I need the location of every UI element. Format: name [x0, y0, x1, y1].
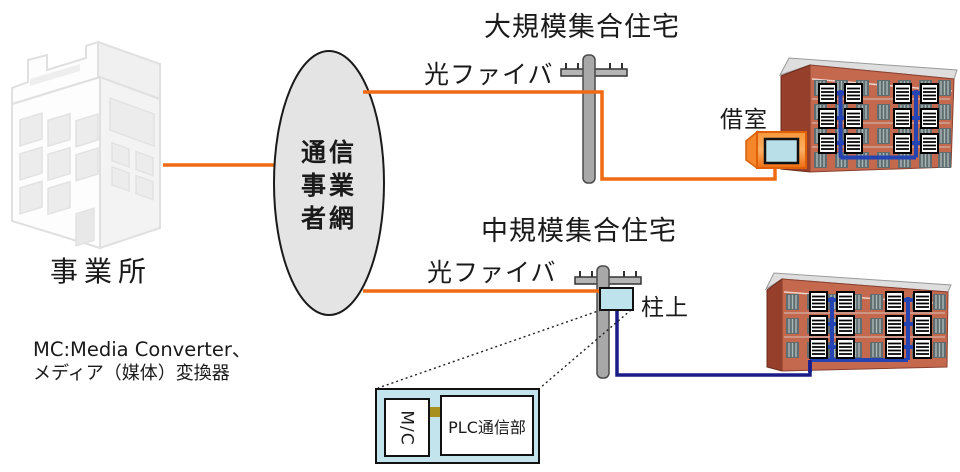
carrier-network-ellipse: [273, 50, 385, 316]
fiber-line-top: [363, 90, 777, 181]
mc-room-screen: [763, 137, 800, 165]
apartment-large: [778, 57, 958, 173]
mc-note-line2: メディア（媒体）変換器: [33, 363, 230, 384]
carrier-network-label-line2: 事業: [300, 171, 357, 200]
office-label: 事業所: [50, 255, 153, 288]
carrier-network-label-line3: 者網: [300, 204, 357, 233]
utility-pole-top: [560, 54, 628, 184]
carrier-network-label-line1: 通信: [300, 138, 357, 167]
pole-mounted-label: 柱上: [641, 295, 689, 321]
media-converter-label: M/C: [396, 409, 417, 446]
mc-room-label: 借室: [720, 107, 768, 133]
pole-mounted-box: [599, 287, 634, 311]
apartment-medium: [764, 272, 952, 372]
indoor-plc-wiring: [834, 90, 923, 160]
fiber-label-bottom: 光ファイバ: [427, 258, 557, 287]
device-detail-box: M/C PLC通信部: [375, 388, 540, 464]
mc-room-box: [745, 130, 807, 170]
office-building-icon: [11, 40, 161, 250]
plc-drop-line: [615, 305, 812, 377]
plc-unit-label: PLC通信部: [448, 417, 526, 437]
callout-dotted-lines: [377, 309, 632, 389]
mc-note-line1: MC:Media Converter、: [33, 338, 252, 361]
large-apartment-title: 大規模集合住宅: [484, 12, 680, 43]
indoor-plc-wiring: [808, 297, 915, 372]
medium-apartment-title: 中規模集合住宅: [481, 216, 677, 247]
plc-unit-box: PLC通信部: [440, 395, 534, 456]
media-converter-box: M/C: [384, 398, 430, 457]
carrier-network-label: 通信 事業 者網: [282, 136, 376, 235]
utility-pole-bottom: [574, 265, 642, 379]
connector-block: [430, 407, 441, 417]
fiber-label-top: 光ファイバ: [424, 60, 554, 89]
